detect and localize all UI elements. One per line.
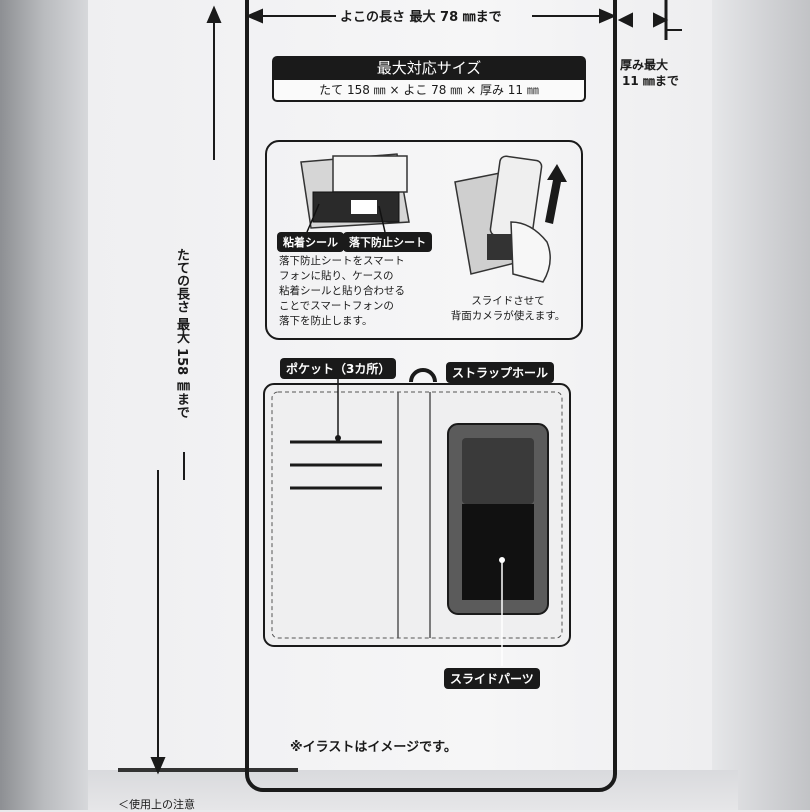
slide-parts bbox=[462, 504, 534, 600]
tag-adhesive: 粘着シール bbox=[277, 232, 344, 252]
width-arrow-head-right bbox=[599, 8, 617, 24]
antidrop-description: 落下防止シートをスマート フォンに貼り、ケースの 粘着シールと貼り合わせる こと… bbox=[279, 255, 405, 327]
slide-description: スライドさせて 背面カメラが使えます。 bbox=[450, 295, 566, 322]
tag-antidrop: 落下防止シート bbox=[343, 232, 432, 252]
package-side-shadow-left bbox=[0, 0, 96, 810]
up-arrow-icon bbox=[545, 164, 567, 224]
illustration-note: ※イラストはイメージです。 bbox=[290, 740, 457, 755]
thickness-arrow-head-left bbox=[617, 12, 633, 28]
thickness-label-line2: 11 ㎜まで bbox=[622, 74, 679, 88]
max-size-title: 最大対応サイズ bbox=[272, 56, 586, 80]
strap-hole-icon bbox=[409, 368, 437, 383]
max-size-dimensions: たて 158 ㎜ × よこ 78 ㎜ × 厚み 11 ㎜ bbox=[272, 80, 586, 102]
width-label: よこの長さ 最大 78 ㎜まで bbox=[340, 10, 502, 25]
slide-parts-label: スライドパーツ bbox=[444, 668, 540, 689]
feature-panel: 粘着シール 落下防止シート 落下防止シートをスマート フォンに貼り、ケースの 粘… bbox=[265, 140, 583, 340]
phone-window bbox=[462, 438, 534, 504]
width-arrow-head-left bbox=[245, 8, 263, 24]
pocket-label: ポケット（3カ所） bbox=[280, 358, 397, 379]
height-arrow-head-bottom bbox=[150, 757, 166, 775]
feature-illustrations bbox=[300, 153, 567, 283]
thickness-arrow-head-right bbox=[653, 12, 669, 28]
usage-notes-cut: ＜使用上の注意 bbox=[118, 798, 195, 811]
bottom-rule bbox=[118, 768, 298, 772]
strap-hole-label: ストラップホール bbox=[446, 362, 555, 383]
case-stitching bbox=[271, 391, 563, 639]
case-open-illustration bbox=[300, 153, 410, 233]
hand-illustration bbox=[510, 221, 551, 283]
thickness-label-line1: 厚み最大 bbox=[620, 58, 669, 72]
height-label: たての長さ 最大 158 ㎜まで bbox=[174, 248, 189, 419]
slide-illustration bbox=[454, 155, 567, 283]
package-side-shadow-right bbox=[712, 0, 810, 810]
case-size-frame bbox=[245, 0, 617, 792]
